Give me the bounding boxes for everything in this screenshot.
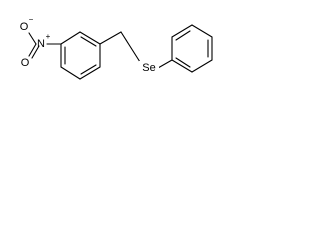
bond: [120, 31, 141, 63]
double-bond-inner: [175, 30, 191, 41]
bond: [157, 59, 173, 69]
bond: [191, 59, 213, 73]
nitrophenyl-ring: [60, 31, 101, 80]
double-bond: [31, 45, 40, 59]
double-bond-inner: [80, 36, 97, 47]
methylene-bond: [99, 31, 122, 45]
chemical-structure: O − N + O Se: [20, 15, 213, 80]
nitro-oxygen-label: O: [21, 57, 30, 69]
nitro-group: O − N + O: [20, 15, 62, 69]
bond: [60, 31, 81, 45]
double-bond-inner: [80, 64, 97, 75]
selenium-label: Se: [142, 62, 155, 74]
nitro-nitrogen-label: N: [37, 38, 45, 50]
bond: [191, 24, 213, 38]
nitrogen-charge: +: [46, 32, 51, 41]
bond: [79, 66, 101, 80]
double-bond-inner: [175, 57, 191, 68]
oxygen-charge: −: [29, 15, 34, 24]
nitro-oxygen-label: O: [20, 21, 29, 33]
bond: [171, 59, 193, 73]
phenyl-ring: [171, 24, 213, 73]
bond: [60, 66, 81, 80]
bond: [171, 24, 193, 38]
selenium-atom: Se: [139, 61, 159, 74]
double-bond: [28, 43, 37, 57]
bond: [28, 32, 37, 45]
bond: [79, 31, 101, 45]
